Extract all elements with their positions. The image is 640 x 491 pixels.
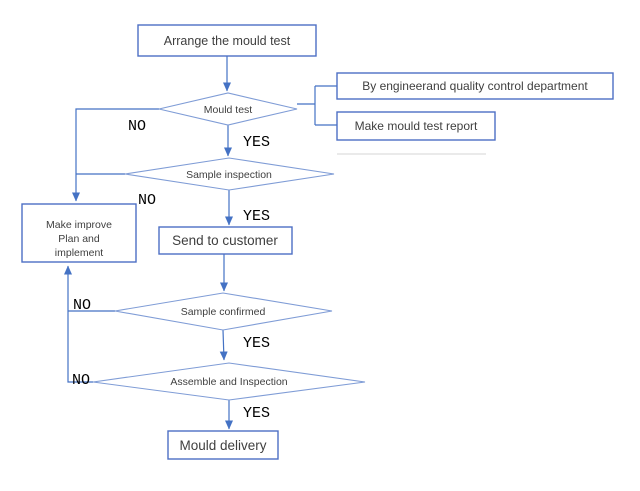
- edge-sampleconfirmed-yes: [219, 329, 228, 361]
- by-engineer-label: By engineerand quality control departmen…: [362, 79, 588, 93]
- assemble-no-label: NO: [72, 372, 90, 389]
- node-labels: Arrange the mould test Mould test By eng…: [46, 34, 588, 453]
- edge-mouldtest-branch-right: [297, 85, 337, 126]
- edges: [64, 56, 486, 430]
- node-make-report-box: [336, 111, 496, 141]
- edge-no-return-to-improve: [64, 265, 93, 383]
- node-by-engineer-box: [336, 72, 614, 100]
- sampleinspection-yes-label: YES: [243, 208, 270, 225]
- arrange-label: Arrange the mould test: [164, 34, 291, 48]
- make-improve-label-line1: Make improve: [46, 219, 112, 231]
- node-send-customer-box: [158, 226, 293, 255]
- node-arrange-box: [137, 24, 317, 57]
- sampleconfirmed-yes-label: YES: [243, 335, 270, 352]
- node-mould-test-diamond: [158, 92, 298, 126]
- edge-mouldtest-no: [72, 108, 159, 202]
- mould-delivery-label: Mould delivery: [179, 438, 266, 453]
- assemble-label: Assemble and Inspection: [170, 376, 287, 388]
- assemble-yes-label: YES: [243, 405, 270, 422]
- node-sample-confirmed-diamond: [114, 292, 333, 331]
- mould-test-label: Mould test: [204, 104, 253, 116]
- node-make-improve-box: [21, 203, 137, 263]
- mouldtest-yes-label: YES: [243, 134, 270, 151]
- sample-inspection-label: Sample inspection: [186, 169, 272, 181]
- nodes: [21, 24, 614, 460]
- edge-labels: NO YES NO YES NO YES NO YES: [72, 118, 270, 422]
- node-mould-delivery-box: [167, 430, 279, 460]
- sampleinspection-no-label: NO: [138, 192, 156, 209]
- send-customer-label: Send to customer: [172, 233, 278, 248]
- node-sample-inspection-diamond: [124, 157, 335, 191]
- make-improve-label-line2: Plan and: [58, 233, 100, 245]
- sample-confirmed-label: Sample confirmed: [181, 306, 266, 318]
- node-assemble-diamond: [92, 362, 366, 401]
- make-improve-label-line3: implement: [55, 247, 104, 259]
- mouldtest-no-label: NO: [128, 118, 146, 135]
- sampleconfirmed-no-label: NO: [73, 297, 91, 314]
- make-report-label: Make mould test report: [355, 119, 478, 133]
